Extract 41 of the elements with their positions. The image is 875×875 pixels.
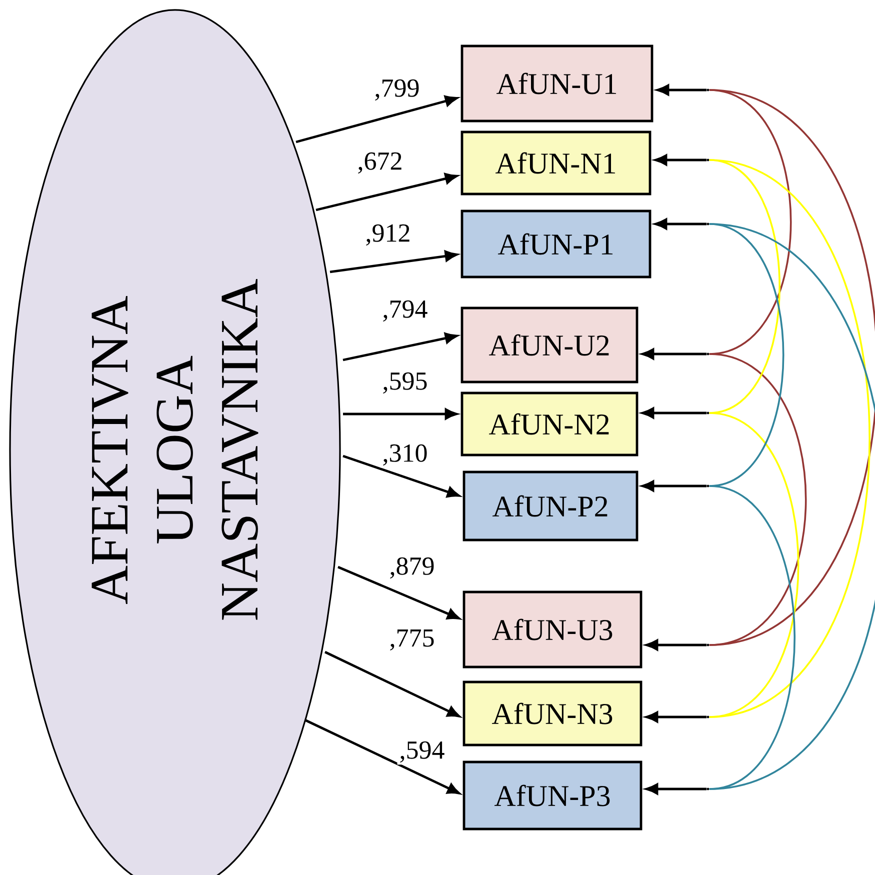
arrow bbox=[338, 566, 460, 620]
curved-line bbox=[709, 223, 875, 790]
indicator-box: AfUN-U3 bbox=[462, 590, 642, 668]
curved-line bbox=[709, 412, 800, 718]
error-point bbox=[706, 644, 710, 646]
error-point bbox=[706, 788, 710, 790]
curved-line bbox=[709, 89, 875, 646]
indicator-box: AfUN-N2 bbox=[460, 392, 638, 456]
arrow bbox=[324, 650, 460, 718]
rotated-label: AFEKTIVNA ULOGA NASTAVNIKA bbox=[92, 279, 258, 620]
edge-label: ,794 bbox=[380, 298, 430, 324]
indicator-box: AfUN-N3 bbox=[462, 680, 642, 746]
edge-label: ,775 bbox=[387, 627, 437, 652]
indicator-box: AfUN-P3 bbox=[462, 760, 642, 830]
error-point bbox=[706, 484, 710, 488]
arrow bbox=[296, 96, 458, 144]
error-point bbox=[706, 88, 710, 92]
error-point bbox=[706, 352, 710, 356]
error-point bbox=[706, 716, 710, 718]
edge-label: ,595 bbox=[380, 370, 430, 396]
arrow bbox=[304, 718, 460, 794]
edge-label: ,799 bbox=[372, 77, 422, 103]
curved-line bbox=[709, 353, 807, 646]
edge-label: ,672 bbox=[355, 150, 405, 176]
indicator-box: AfUN-P1 bbox=[460, 210, 652, 278]
indicator-box: AfUN-U1 bbox=[460, 44, 654, 122]
error-point bbox=[706, 222, 710, 226]
error-point bbox=[706, 412, 710, 414]
edge-label: ,912 bbox=[363, 222, 413, 248]
curved-line bbox=[709, 159, 870, 718]
error-point bbox=[706, 158, 710, 162]
edge-label: ,879 bbox=[387, 555, 437, 581]
arrow bbox=[316, 173, 458, 212]
arrow bbox=[342, 454, 460, 498]
indicator-box: AfUN-P2 bbox=[462, 470, 638, 542]
indicator-box: AfUN-U2 bbox=[460, 306, 638, 384]
arrow bbox=[342, 332, 458, 362]
edge-label: ,310 bbox=[380, 442, 430, 468]
edge-label: ,594 bbox=[397, 739, 447, 765]
curved-line bbox=[709, 485, 796, 790]
indicator-box: AfUN-N1 bbox=[460, 130, 652, 196]
